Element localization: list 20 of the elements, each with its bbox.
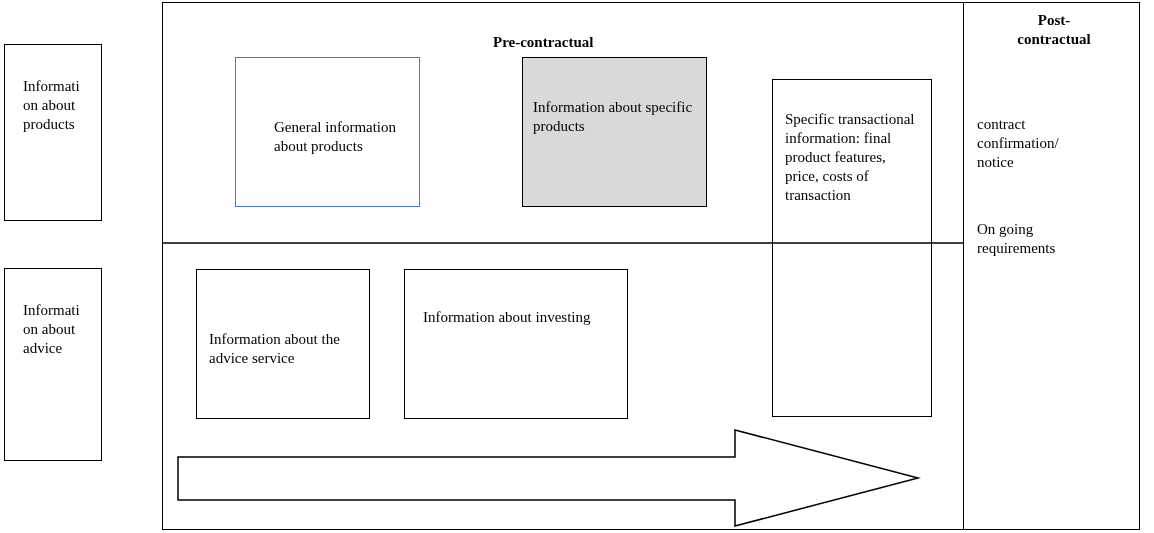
info-box bbox=[196, 269, 370, 419]
box-text: Specific transactional information: final product features, price, costs of transaction bbox=[785, 110, 916, 205]
info-box bbox=[772, 79, 932, 417]
panel-text: On going requirements bbox=[977, 220, 1057, 258]
panel-heading: Post-contractual bbox=[1016, 11, 1092, 49]
info-box bbox=[4, 44, 102, 221]
box-text: Information about the advice service bbox=[209, 330, 341, 368]
box-text: General information about products bbox=[274, 118, 398, 156]
box-text: Informati on about advice bbox=[23, 301, 81, 358]
box-text: Information about investing bbox=[423, 308, 592, 327]
box-text: Informati on about products bbox=[23, 77, 81, 134]
panel-text: contract confirmation/ notice bbox=[977, 115, 1060, 172]
panel-heading: Pre-contractual bbox=[493, 33, 594, 52]
info-box bbox=[522, 57, 707, 207]
stage-panel bbox=[162, 2, 964, 530]
stage-panel bbox=[963, 2, 1140, 530]
info-box bbox=[4, 268, 102, 461]
box-text: Information about specific products bbox=[533, 98, 694, 136]
info-box bbox=[404, 269, 628, 419]
info-box bbox=[235, 57, 420, 207]
